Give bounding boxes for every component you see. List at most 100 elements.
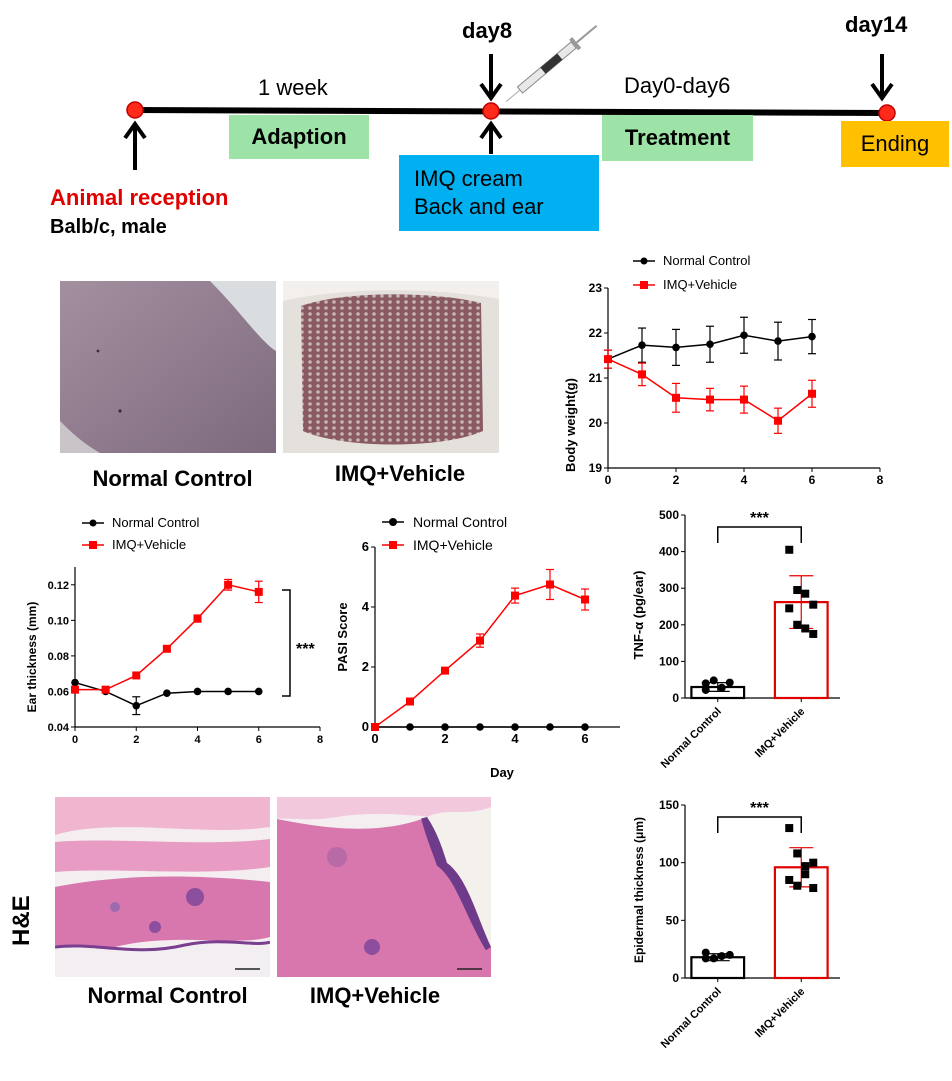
imq-vehicle-histology-image bbox=[277, 797, 491, 977]
category-label: Normal Control bbox=[659, 706, 724, 771]
data-point bbox=[801, 589, 810, 598]
data-point bbox=[546, 723, 554, 731]
x-tick-label: 4 bbox=[511, 731, 519, 746]
data-point bbox=[476, 636, 484, 645]
y-tick-label: 200 bbox=[659, 618, 679, 632]
normal-control-skin-photo bbox=[60, 281, 276, 453]
data-point bbox=[793, 620, 802, 629]
data-point bbox=[672, 343, 680, 352]
data-point bbox=[224, 687, 232, 696]
ending-box: Ending bbox=[841, 121, 949, 167]
day8-dot bbox=[482, 102, 500, 120]
data-point bbox=[132, 701, 141, 710]
data-point bbox=[717, 952, 726, 961]
x-tick-label: 2 bbox=[673, 473, 680, 487]
day14-label: day14 bbox=[845, 12, 908, 37]
data-point bbox=[511, 591, 519, 600]
tnf-ylabel: TNF-α (pg/ear) bbox=[631, 571, 646, 660]
start-dot bbox=[126, 101, 144, 119]
data-point bbox=[740, 395, 748, 404]
y-tick-label: 0.06 bbox=[48, 686, 69, 698]
y-tick-label: 100 bbox=[659, 654, 679, 668]
day14-arrow-down-icon bbox=[870, 54, 894, 102]
data-point bbox=[809, 629, 818, 638]
data-point bbox=[406, 697, 414, 706]
ear-thickness-legend: Normal Control IMQ+Vehicle bbox=[82, 515, 200, 552]
y-tick-label: 0.08 bbox=[48, 651, 69, 663]
category-label: Normal Control bbox=[659, 986, 724, 1051]
data-point bbox=[785, 604, 794, 613]
data-point bbox=[709, 954, 718, 963]
day8-arrow-up-icon bbox=[479, 120, 503, 154]
data-point bbox=[546, 580, 554, 589]
data-point bbox=[701, 948, 710, 957]
reception-subtitle: Balb/c, male bbox=[50, 216, 167, 238]
data-point bbox=[193, 614, 202, 623]
legend-normal-control: Normal Control bbox=[413, 514, 507, 530]
data-point bbox=[162, 644, 171, 653]
y-tick-label: 400 bbox=[659, 545, 679, 559]
end-dot bbox=[878, 104, 896, 122]
imq-cream-line1: IMQ cream bbox=[414, 166, 523, 191]
data-point bbox=[785, 824, 794, 833]
treatment-box: Treatment bbox=[602, 115, 753, 161]
x-tick-label: 6 bbox=[809, 473, 816, 487]
legend-marker-imq-vehicle bbox=[389, 541, 397, 549]
x-tick-label: 4 bbox=[194, 734, 201, 746]
data-point bbox=[441, 723, 449, 731]
data-point bbox=[254, 687, 263, 696]
day8-label: day8 bbox=[462, 18, 513, 43]
x-tick-label: 2 bbox=[441, 731, 448, 746]
y-tick-label: 23 bbox=[589, 281, 603, 295]
reception-arrow-up-icon bbox=[123, 120, 147, 170]
epidermal-ylabel: Epidermal thickness (μm) bbox=[632, 817, 646, 963]
data-point bbox=[701, 685, 710, 694]
day8-arrow-down-icon bbox=[479, 54, 503, 102]
pasi-ylabel: PASI Score bbox=[335, 602, 350, 671]
y-tick-label: 0.10 bbox=[48, 615, 69, 627]
body-weight-ylabel: Body weight(g) bbox=[563, 378, 578, 472]
pasi-xlabel: Day bbox=[490, 765, 515, 780]
data-point bbox=[511, 723, 519, 731]
data-point bbox=[71, 685, 79, 694]
epidermal-thickness-chart: Epidermal thickness (μm) 050100150Normal… bbox=[632, 798, 840, 1051]
photo-imq-caption: IMQ+Vehicle bbox=[334, 461, 466, 486]
series-line-1 bbox=[75, 583, 259, 691]
photo-normal-caption: Normal Control bbox=[92, 466, 253, 491]
y-tick-label: 0 bbox=[672, 971, 679, 985]
y-tick-label: 19 bbox=[589, 461, 603, 475]
y-tick-label: 500 bbox=[659, 508, 679, 522]
data-point bbox=[809, 884, 818, 893]
data-point bbox=[801, 862, 810, 871]
legend-imq-vehicle: IMQ+Vehicle bbox=[663, 277, 737, 292]
legend-imq-vehicle: IMQ+Vehicle bbox=[112, 537, 186, 552]
x-tick-label: 2 bbox=[133, 734, 139, 746]
significance-stars: *** bbox=[296, 641, 315, 658]
data-point bbox=[672, 393, 680, 402]
x-tick-label: 6 bbox=[256, 734, 262, 746]
data-point bbox=[801, 870, 810, 879]
week-label: 1 week bbox=[258, 75, 328, 100]
data-point bbox=[163, 689, 171, 698]
data-point bbox=[224, 580, 233, 589]
significance-bracket bbox=[717, 526, 802, 543]
data-point bbox=[809, 858, 818, 867]
data-point bbox=[371, 723, 379, 731]
y-tick-label: 0.12 bbox=[48, 580, 69, 592]
y-tick-label: 0.04 bbox=[48, 722, 70, 734]
day-range-label: Day0-day6 bbox=[624, 73, 731, 98]
data-point bbox=[801, 624, 810, 633]
y-tick-label: 100 bbox=[659, 856, 679, 870]
x-tick-label: 6 bbox=[581, 731, 588, 746]
ear-thickness-chart: Normal Control IMQ+Vehicle Ear thickness… bbox=[25, 515, 323, 746]
timeline-svg bbox=[123, 24, 896, 170]
data-point bbox=[441, 666, 449, 675]
histology-normal-caption: Normal Control bbox=[87, 983, 248, 1008]
data-point bbox=[793, 849, 802, 858]
data-point bbox=[774, 337, 782, 345]
y-tick-label: 21 bbox=[589, 371, 603, 385]
legend-normal-control: Normal Control bbox=[663, 253, 751, 268]
data-point bbox=[809, 600, 818, 609]
data-point bbox=[785, 545, 794, 554]
